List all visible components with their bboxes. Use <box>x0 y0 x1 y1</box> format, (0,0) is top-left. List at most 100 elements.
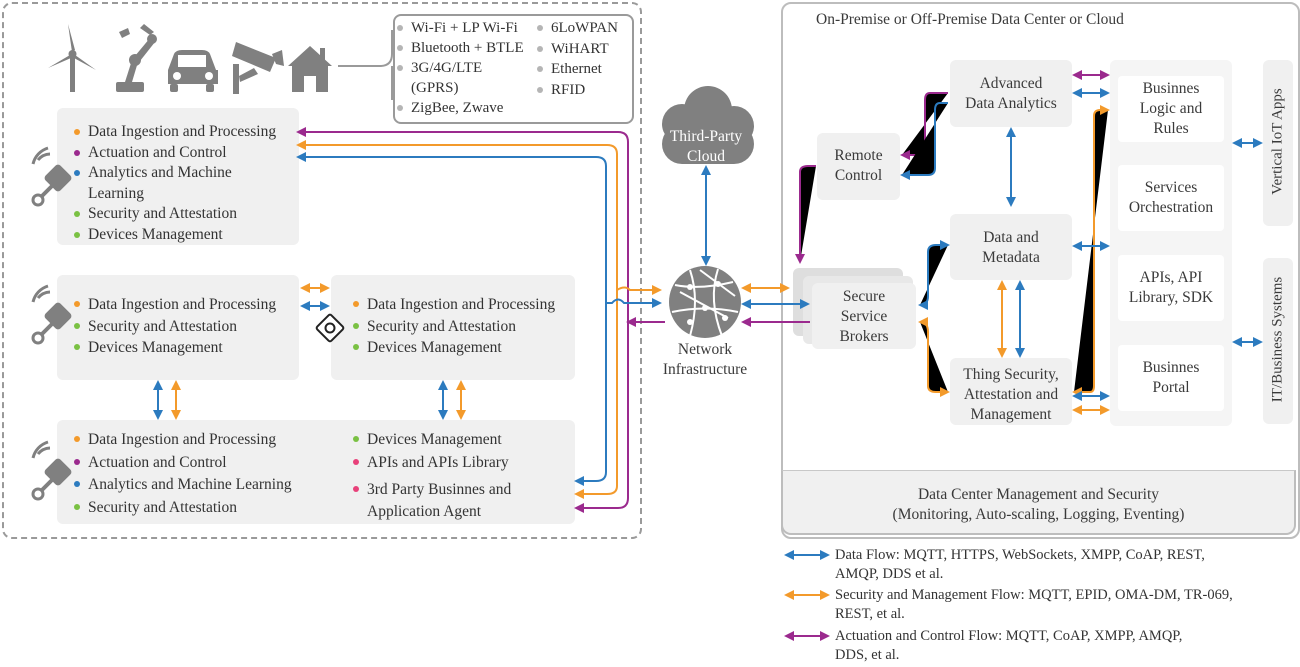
capability-item: Data Ingestion and Processing <box>88 431 277 448</box>
capability-item: 3rd Party Businnes and <box>367 481 512 498</box>
capability-item: Application Agent <box>367 502 482 520</box>
label-line: Services <box>1144 179 1198 196</box>
legend-actuation-flow: Actuation and Control Flow: MQTT, CoAP, … <box>835 627 1182 665</box>
actuation-flow-arrow <box>795 165 816 264</box>
label-line: Infrastructure <box>662 361 748 378</box>
wind-turbine-icon <box>48 24 96 92</box>
capability-item: Actuation and Control <box>88 143 227 161</box>
label-line: Brokers <box>839 328 889 345</box>
label-line: Portal <box>1152 379 1190 396</box>
datacenter-region <box>781 2 1300 539</box>
data-metadata-box <box>950 214 1072 280</box>
capability-item: Analytics and Machine <box>88 164 232 181</box>
network-infrastructure-label: Network Infrastructure <box>650 340 760 380</box>
edge-flow-lines <box>296 127 665 513</box>
capability-item: Data Ingestion and Processing <box>88 123 277 140</box>
label-line: Logic and <box>1139 100 1203 117</box>
capability-item: Security and Attestation <box>367 317 516 335</box>
device-icons <box>48 24 332 94</box>
capability-item: Devices Management <box>367 431 502 448</box>
capability-item: Security and Attestation <box>88 498 237 516</box>
thing-security-box <box>950 358 1072 425</box>
label-line: Library, SDK <box>1128 289 1214 306</box>
security-flow-arrow <box>1072 105 1110 397</box>
connectivity-item: WiHART <box>551 40 609 57</box>
label-line: Rules <box>1153 120 1189 137</box>
datacenter-management-label: Data Center Management and Security (Mon… <box>781 485 1296 525</box>
connectivity-item: Ethernet <box>551 61 602 77</box>
capability-item: Data Ingestion and Processing <box>367 296 556 313</box>
capability-item: Devices Management <box>367 339 502 356</box>
capability-item: APIs and APIs Library <box>367 453 509 471</box>
house-icon <box>288 46 332 92</box>
data-metadata-label: Data and Metadata <box>950 228 1072 268</box>
secure-service-brokers-label: Secure Service Brokers <box>812 287 916 347</box>
connectivity-item: 6LoWPAN <box>551 20 618 36</box>
actuation-flow-arrow <box>296 127 629 318</box>
connectivity-list-2: 6LoWPAN WiHART Ethernet RFID <box>537 18 618 100</box>
robot-arm-icon <box>116 24 157 92</box>
edge-box-4-left-list: Data Ingestion and Processing Actuation … <box>74 429 292 519</box>
label-line: Control <box>834 167 883 184</box>
label-line: Thing Security, <box>963 366 1059 383</box>
data-flow-arrow <box>918 240 950 310</box>
edge-gateway-box-1 <box>57 108 299 245</box>
capability-item: Devices Management <box>88 225 223 243</box>
security-flow-arrow <box>918 317 950 397</box>
capability-item: Security and Attestation <box>88 205 237 222</box>
remote-control-label: Remote Control <box>817 146 900 186</box>
actuation-flow-arrow <box>574 318 629 513</box>
connectivity-bracket <box>338 30 393 100</box>
label-line: Metadata <box>982 249 1040 266</box>
label-line: Remote <box>834 147 883 164</box>
capability-item: Actuation and Control <box>88 453 227 471</box>
legend-text: DDS, et al. <box>835 647 900 663</box>
orchestration-box <box>1118 165 1224 231</box>
thing-security-label: Thing Security, Attestation and Manageme… <box>950 365 1072 425</box>
third-party-cloud-label: Third-Party Cloud <box>658 127 754 167</box>
datacenter-management-bar <box>781 470 1296 535</box>
legend-text: Security and Management Flow: MQTT, EPID… <box>835 587 1233 603</box>
orchestration-label: Services Orchestration <box>1118 178 1224 218</box>
mesh-node-icon <box>315 313 345 343</box>
data-flow-arrow <box>606 298 662 308</box>
connectivity-box <box>393 14 634 124</box>
security-camera-icon <box>232 42 284 94</box>
gateway-icon-3 <box>31 440 72 501</box>
label-line: Data and <box>983 229 1039 246</box>
security-flow-arrow <box>574 290 618 499</box>
edge-gateway-box-2 <box>57 275 299 380</box>
capability-item: Security and Attestation <box>88 317 237 335</box>
portal-box <box>1118 345 1224 411</box>
business-logic-box <box>1118 76 1224 142</box>
connectivity-item: RFID <box>551 81 586 98</box>
capability-item: Data Ingestion and Processing <box>88 296 277 313</box>
third-party-cloud-icon <box>662 86 754 164</box>
label-line: Network <box>677 341 733 358</box>
it-systems-box <box>1263 258 1293 424</box>
legend-text: Data Flow: MQTT, HTTPS, WebSockets, XMPP… <box>835 547 1205 563</box>
connectivity-item: ZigBee, Zwave <box>411 100 504 116</box>
secure-service-brokers-box <box>812 283 916 349</box>
connectivity-list-1: Wi-Fi + LP Wi-Fi Bluetooth + BTLE 3G/4G/… <box>397 18 524 118</box>
label-line: Data Center Management and Security <box>917 486 1160 503</box>
label-line: Management <box>970 406 1052 423</box>
network-globe-icon <box>669 266 741 338</box>
connectivity-item: Bluetooth + BTLE <box>411 40 524 56</box>
data-flow-arrow <box>900 102 948 180</box>
car-icon <box>168 50 218 92</box>
edge-gateway-box-3 <box>331 275 575 380</box>
vertical-apps-box <box>1263 60 1293 226</box>
label-line: Attestation and <box>963 386 1059 403</box>
label-line: APIs, API <box>1139 269 1203 286</box>
edge-box-4-right-list: Devices Management APIs and APIs Library… <box>353 429 511 521</box>
portal-label: Businnes Portal <box>1118 358 1224 398</box>
security-flow-arrow <box>296 140 618 290</box>
edge-box-1-list: Data Ingestion and Processing Actuation … <box>74 122 276 245</box>
edge-gateway-box-4 <box>57 420 575 524</box>
business-logic-label: Businnes Logic and Rules <box>1118 79 1224 139</box>
data-flow-arrow <box>574 303 607 486</box>
data-flow-arrow <box>296 152 607 303</box>
label-line: Advanced <box>979 75 1043 92</box>
label-line: Secure <box>842 288 886 305</box>
